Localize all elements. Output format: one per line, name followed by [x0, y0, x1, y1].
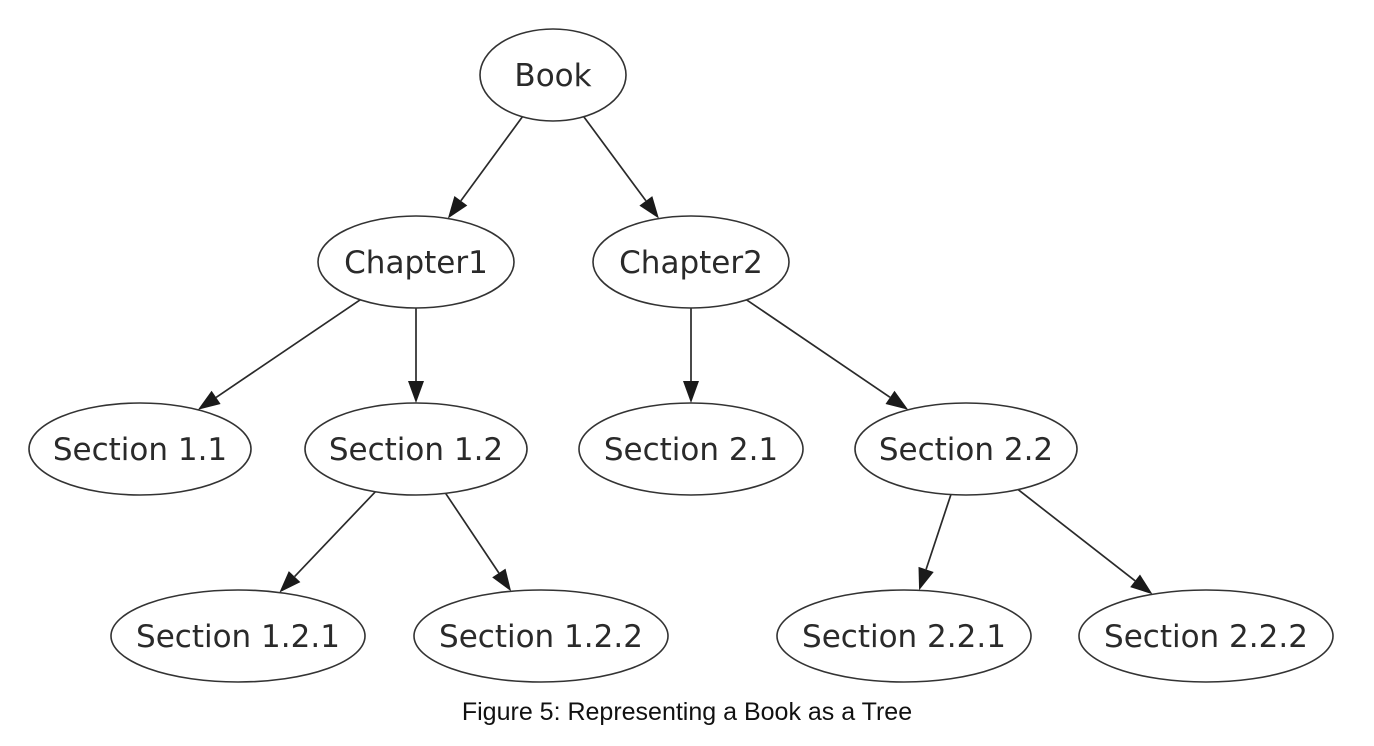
node-section-1-2: Section 1.2 — [304, 402, 528, 496]
arrowhead — [918, 566, 934, 591]
node-section-2-2-1: Section 2.2.1 — [776, 589, 1032, 683]
node-ellipse — [317, 215, 515, 309]
edge-line — [444, 492, 500, 574]
edge-line — [215, 299, 361, 399]
edge-section-2-2-to-section-2-2-2 — [1017, 488, 1153, 595]
node-label: Section 1.2 — [329, 432, 503, 468]
node-section-2-2: Section 2.2 — [854, 402, 1078, 496]
node-label: Section 1.1 — [53, 432, 227, 468]
node-ellipse — [110, 589, 366, 683]
node-label: Section 2.1 — [604, 432, 778, 468]
node-ellipse — [28, 402, 252, 496]
node-label: Section 2.2 — [879, 432, 1053, 468]
node-label: Section 2.2.2 — [1104, 619, 1308, 655]
node-label: Chapter2 — [619, 245, 763, 281]
edge-line — [925, 494, 952, 570]
node-label: Section 1.2.1 — [136, 619, 340, 655]
node-chapter2: Chapter2 — [592, 215, 790, 309]
node-ellipse — [776, 589, 1032, 683]
edge-section-1-2-to-section-1-2-2 — [444, 492, 512, 592]
edge-chapter1-to-section-1-2 — [408, 308, 424, 403]
node-label: Chapter1 — [344, 245, 488, 281]
node-label: Section 1.2.2 — [439, 619, 643, 655]
edge-book-to-chapter2 — [583, 116, 659, 219]
node-section-1-2-1: Section 1.2.1 — [110, 589, 366, 683]
node-section-1-2-2: Section 1.2.2 — [413, 589, 669, 683]
edge-book-to-chapter1 — [447, 116, 524, 219]
node-ellipse — [413, 589, 669, 683]
edge-chapter1-to-section-1-1 — [197, 299, 361, 410]
edge-chapter2-to-section-2-2 — [746, 299, 909, 410]
node-section-2-2-2: Section 2.2.2 — [1078, 589, 1334, 683]
node-ellipse — [592, 215, 790, 309]
edge-line — [460, 116, 524, 202]
node-section-2-1: Section 2.1 — [578, 402, 804, 496]
figure-caption: Figure 5: Representing a Book as a Tree — [461, 698, 913, 726]
arrowhead — [197, 390, 221, 410]
edge-line — [293, 491, 376, 578]
arrowhead — [492, 568, 512, 592]
node-chapter1: Chapter1 — [317, 215, 515, 309]
edges-layer — [197, 116, 1153, 595]
edge-line — [746, 299, 891, 399]
node-ellipse — [479, 28, 627, 122]
node-ellipse — [304, 402, 528, 496]
arrowhead — [408, 381, 424, 403]
arrowhead — [639, 196, 659, 219]
node-book: Book — [479, 28, 627, 122]
edge-line — [1017, 488, 1136, 582]
edge-section-2-2-to-section-2-2-1 — [918, 494, 952, 591]
arrowhead — [1130, 574, 1153, 595]
node-label: Book — [514, 58, 591, 94]
node-section-1-1: Section 1.1 — [28, 402, 252, 496]
edge-line — [583, 116, 647, 202]
node-ellipse — [854, 402, 1078, 496]
arrowhead — [885, 390, 909, 410]
arrowhead — [447, 196, 468, 219]
arrowhead — [279, 571, 301, 593]
edge-chapter2-to-section-2-1 — [683, 308, 699, 403]
arrowhead — [683, 381, 699, 403]
node-ellipse — [578, 402, 804, 496]
node-ellipse — [1078, 589, 1334, 683]
edge-section-1-2-to-section-1-2-1 — [279, 491, 376, 593]
node-label: Section 2.2.1 — [802, 619, 1006, 655]
